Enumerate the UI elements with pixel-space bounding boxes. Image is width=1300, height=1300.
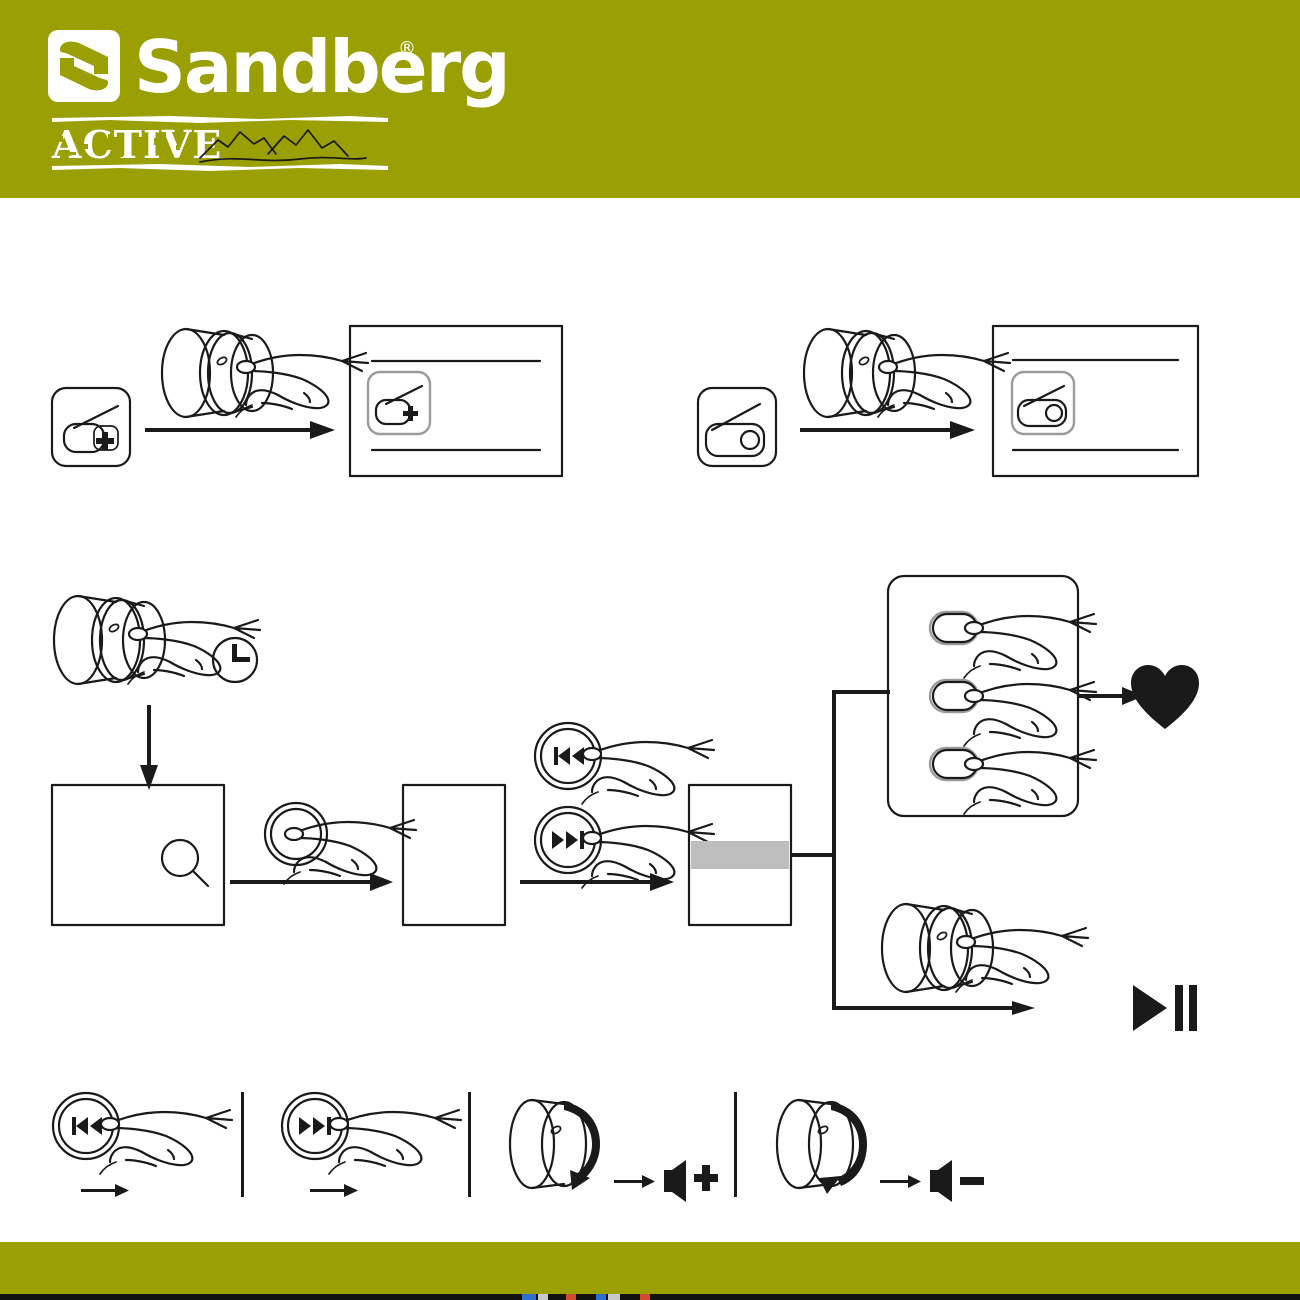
preset-1 <box>928 610 1098 680</box>
brand-wordmark: Sandberg ® <box>134 25 511 109</box>
row2-flow <box>50 574 1199 1031</box>
arrow-right-icon-3 <box>230 873 393 891</box>
cell-separator-2 <box>468 1092 471 1197</box>
selected-row-highlight <box>691 841 789 869</box>
arrow-right-small-icon-3 <box>614 1175 655 1188</box>
brand-wordmark-text: Sandberg <box>134 25 509 109</box>
skip-previous-icon-small <box>72 1117 102 1135</box>
play-pause-icon <box>1133 985 1197 1031</box>
sandberg-s-logo-icon <box>48 30 120 102</box>
heart-filled-icon <box>1131 665 1199 729</box>
radio-icon <box>696 386 778 468</box>
skip-next-icon <box>552 831 584 849</box>
page-footer <box>0 1242 1300 1300</box>
station-list-screen <box>401 783 507 927</box>
volume-up-cell <box>508 1098 718 1202</box>
skip-next-icon-small <box>299 1117 331 1135</box>
arrow-right-small-icon-2 <box>310 1184 358 1197</box>
row3-strip <box>51 1091 984 1202</box>
previous-track-cell <box>51 1091 234 1197</box>
branch-connector <box>791 690 1012 1010</box>
skip-next-button <box>533 805 716 890</box>
volume-down-cell <box>775 1098 984 1202</box>
finger-press-knob-icon-2 <box>802 327 1012 419</box>
arrow-right-icon-1 <box>145 421 335 439</box>
arrow-right-small-icon-1 <box>81 1184 129 1197</box>
arrow-down-icon <box>140 705 158 790</box>
active-text: ACTIVE <box>51 122 222 167</box>
next-track-cell <box>280 1091 463 1197</box>
volume-up-icon <box>664 1160 718 1202</box>
skip-previous-icon <box>554 747 584 765</box>
arrow-right-icon-5 <box>1078 687 1144 705</box>
knob-rotate-counterclockwise-icon <box>775 1098 867 1194</box>
skip-previous-button <box>533 721 716 806</box>
arrow-right-icon-6 <box>1012 1001 1035 1015</box>
brand-logo: Sandberg ® ACTIVE <box>48 25 511 172</box>
active-sub-brand: ACTIVE <box>50 114 390 172</box>
preset-buttons-panel <box>886 574 1098 818</box>
footer-cut-off-strip <box>0 1294 1300 1300</box>
arrow-right-small-icon-4 <box>880 1175 921 1188</box>
preset-2 <box>928 678 1098 748</box>
brand-header: Sandberg ® ACTIVE <box>0 0 1300 198</box>
volume-down-icon <box>930 1160 984 1202</box>
phone-screen-radio-plus-icon <box>348 324 564 478</box>
arrow-right-icon-2 <box>800 421 975 439</box>
registered-mark: ® <box>398 38 416 59</box>
radio-plus-icon <box>50 386 132 468</box>
row1-right-panel <box>696 324 1200 478</box>
finger-press-knob-icon-3 <box>52 594 262 686</box>
row1-left-panel <box>50 324 564 478</box>
finger-press-knob-top-icon <box>263 801 418 886</box>
phone-screen-radio-icon <box>991 324 1200 478</box>
arrow-right-icon-4 <box>520 873 674 891</box>
preset-3 <box>928 746 1098 816</box>
magnifier-icon <box>160 838 210 888</box>
clock-long-press-icon <box>211 636 259 684</box>
knob-rotate-clockwise-icon <box>508 1098 600 1190</box>
cell-separator-3 <box>734 1092 737 1197</box>
search-screen <box>50 783 226 927</box>
finger-press-knob-icon-1 <box>160 327 370 419</box>
cell-separator-1 <box>241 1092 244 1197</box>
finger-press-knob-icon-4 <box>880 902 1090 994</box>
selected-station-screen <box>687 783 793 927</box>
